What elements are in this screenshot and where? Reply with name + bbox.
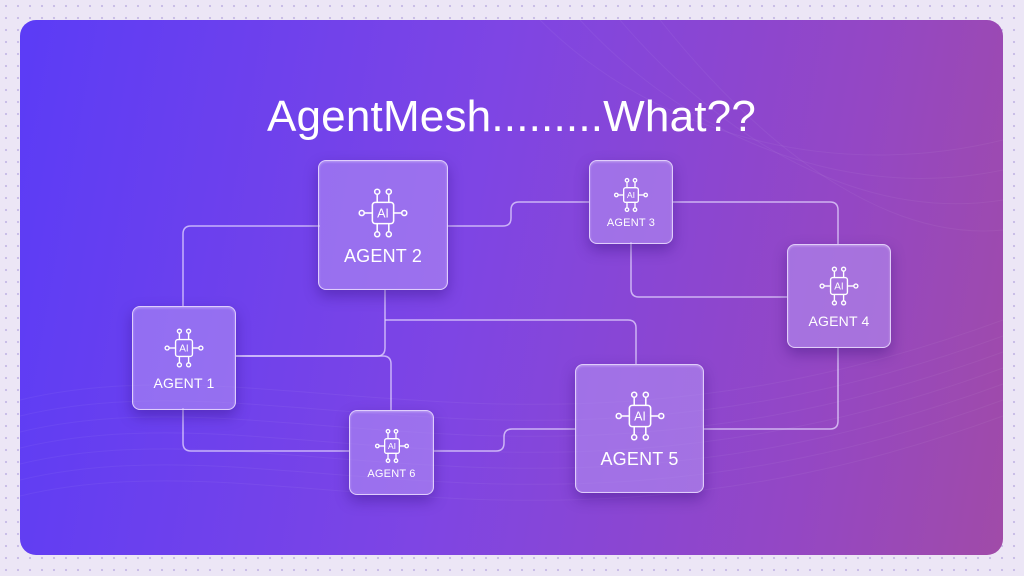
ai-chip-icon: AI bbox=[613, 177, 649, 213]
connection-agent1-agent6-lower bbox=[182, 408, 349, 452]
agent-node-1[interactable]: AI AGENT 1 bbox=[132, 306, 236, 410]
connection-agent2-agent3 bbox=[447, 201, 589, 227]
agent-label: AGENT 3 bbox=[606, 217, 656, 229]
ai-chip-icon: AI bbox=[358, 187, 408, 238]
ai-chip-icon: AI bbox=[374, 428, 409, 463]
agent-node-5[interactable]: AI AGENT 5 bbox=[575, 364, 704, 493]
agent-label: AGENT 4 bbox=[808, 313, 870, 329]
agent-label: AGENT 6 bbox=[367, 467, 416, 480]
connection-agent2-agent5 bbox=[385, 319, 637, 364]
svg-text:AI: AI bbox=[387, 441, 395, 451]
agent-label: AGENT 1 bbox=[153, 375, 215, 391]
connection-agent6-agent5 bbox=[434, 428, 575, 452]
connection-agent1-agent6-upper bbox=[236, 355, 392, 410]
agent-label: AGENT 5 bbox=[600, 449, 679, 469]
agent-node-2[interactable]: AI AGENT 2 bbox=[318, 160, 448, 290]
svg-text:AI: AI bbox=[377, 206, 389, 220]
agent-node-4[interactable]: AI AGENT 4 bbox=[787, 244, 891, 348]
ai-chip-icon: AI bbox=[819, 266, 859, 306]
connection-agent3-agent4-top bbox=[673, 201, 839, 244]
connection-agent1-agent2 bbox=[182, 225, 320, 306]
connection-agent2-agent1 bbox=[236, 290, 386, 357]
page-title: AgentMesh.........What?? bbox=[266, 92, 757, 141]
ai-chip-icon: AI bbox=[164, 328, 204, 368]
agent-node-3[interactable]: AI AGENT 3 bbox=[589, 160, 673, 244]
connection-agent4-agent5 bbox=[704, 348, 839, 430]
connection-agent3-agent4-mid bbox=[630, 242, 787, 298]
svg-text:AI: AI bbox=[179, 343, 188, 354]
agent-label: AGENT 2 bbox=[343, 245, 423, 266]
ai-chip-icon: AI bbox=[614, 391, 665, 441]
svg-text:AI: AI bbox=[634, 409, 646, 423]
svg-text:AI: AI bbox=[627, 190, 635, 200]
agent-node-6[interactable]: AI AGENT 6 bbox=[349, 410, 434, 495]
svg-text:AI: AI bbox=[834, 281, 843, 292]
diagram-card: AgentMesh.........What?? bbox=[20, 20, 1003, 555]
connection-lines bbox=[182, 201, 839, 452]
